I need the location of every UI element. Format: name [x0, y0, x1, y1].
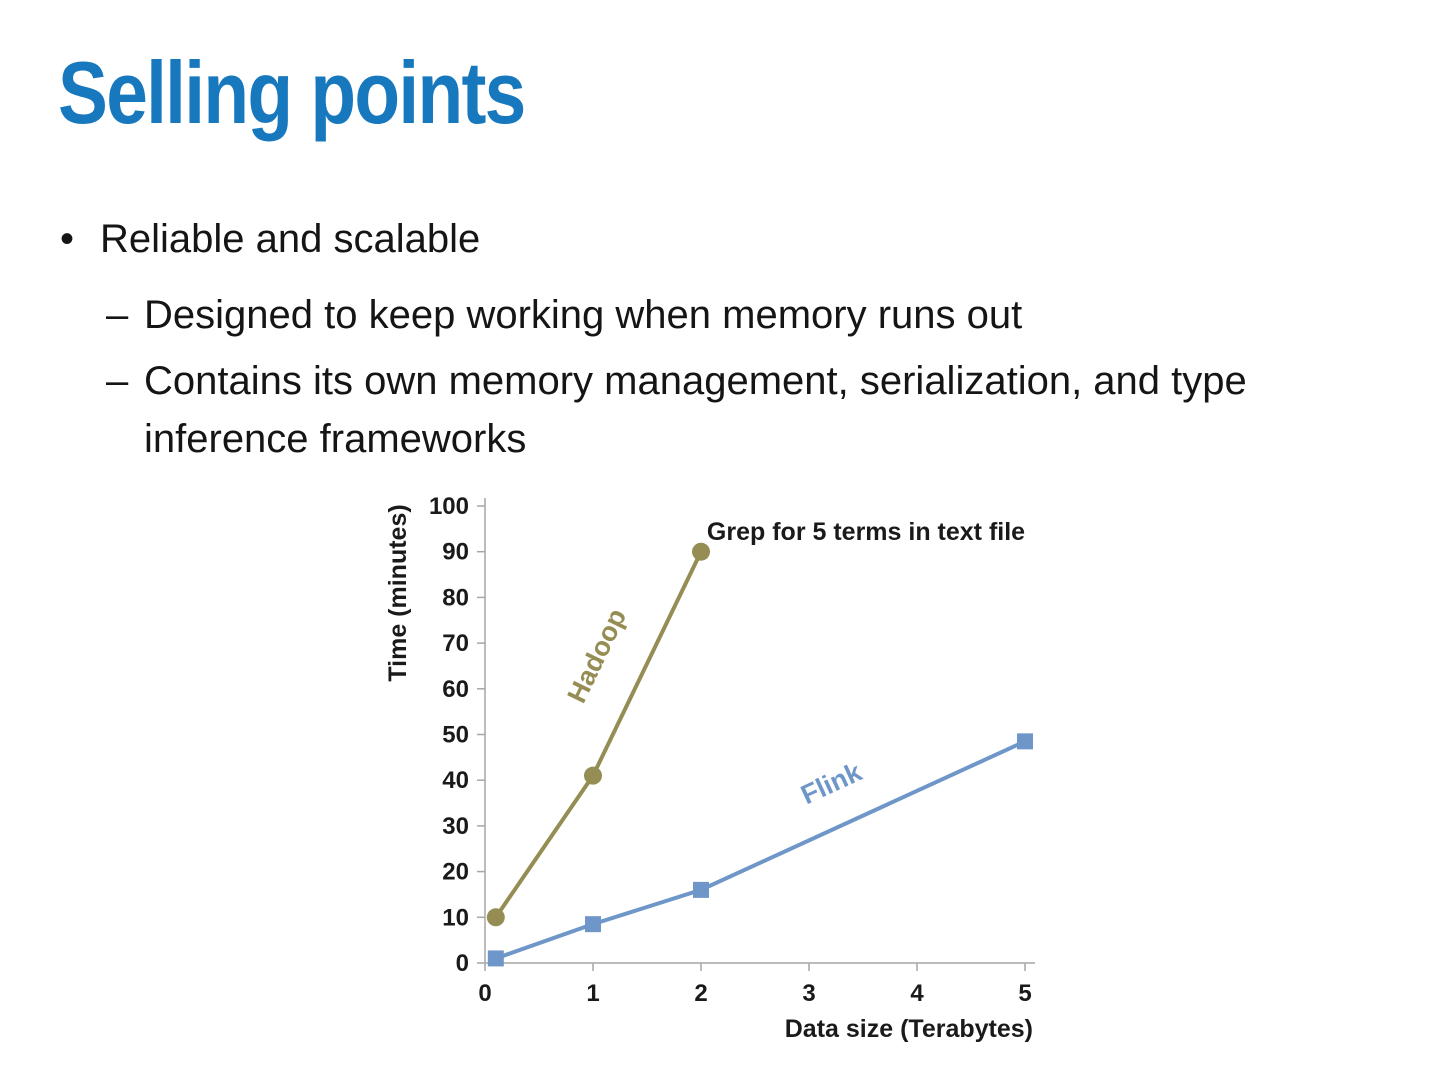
- y-tick-label: 0: [456, 950, 469, 977]
- data-point-flink: [1017, 733, 1033, 750]
- y-tick-label: 80: [442, 584, 469, 611]
- x-axis-title: Data size (Terabytes): [785, 1015, 1033, 1043]
- bullet-marker: •: [60, 217, 75, 261]
- bullet-item: – Contains its own memory management, se…: [106, 352, 1390, 468]
- y-tick-label: 20: [442, 859, 469, 886]
- y-tick-label: 10: [442, 904, 469, 931]
- y-tick-label: 30: [442, 813, 469, 840]
- chart-annotation: Grep for 5 terms in text file: [707, 518, 1025, 546]
- bullet-text: Designed to keep working when memory run…: [144, 293, 1023, 337]
- y-axis-title: Time (minutes): [384, 504, 412, 681]
- y-tick-label: 60: [442, 676, 469, 703]
- series-label-hadoop: Hadoop: [562, 604, 633, 708]
- bullet-item: • Reliable and scalable: [60, 210, 1390, 268]
- bullet-item: – Designed to keep working when memory r…: [106, 286, 1390, 344]
- slide-title: Selling points: [58, 43, 526, 142]
- bullet-text: Reliable and scalable: [100, 217, 481, 261]
- series-line-hadoop: [493, 549, 703, 920]
- x-tick-label: 5: [1018, 980, 1031, 1007]
- data-point-hadoop: [692, 542, 710, 561]
- y-tick-label: 100: [429, 493, 469, 520]
- series-line-flink: [493, 739, 1027, 961]
- bullet-list: • Reliable and scalable – Designed to ke…: [60, 210, 1390, 476]
- y-tick-label: 50: [442, 722, 469, 749]
- chart-svg: 0 10 20 30 40 50 60 70 80 90 100 0 1 2 3 4 5 Time (minute…: [384, 493, 1035, 1043]
- data-point-flink: [585, 916, 601, 933]
- data-point-flink: [693, 881, 709, 898]
- y-tick-label: 90: [442, 539, 469, 566]
- x-tick-label: 4: [910, 980, 924, 1007]
- data-point-hadoop: [584, 766, 602, 785]
- bullet-text: Contains its own memory management, seri…: [144, 359, 1247, 461]
- y-tick-label: 40: [442, 767, 469, 794]
- data-point-hadoop: [486, 908, 505, 927]
- bullet-marker: –: [106, 359, 129, 403]
- y-tick-label: 70: [442, 630, 469, 657]
- x-tick-label: 1: [586, 980, 599, 1007]
- x-tick-label: 0: [478, 980, 491, 1007]
- series-label-flink: Flink: [796, 756, 867, 810]
- x-tick-label: 3: [802, 980, 815, 1007]
- chart: 0 10 20 30 40 50 60 70 80 90 100 0 1 2 3 4 5 Time (minute…: [380, 478, 1070, 1070]
- data-point-flink: [487, 950, 504, 967]
- bullet-marker: –: [106, 293, 129, 337]
- x-tick-label: 2: [694, 980, 707, 1007]
